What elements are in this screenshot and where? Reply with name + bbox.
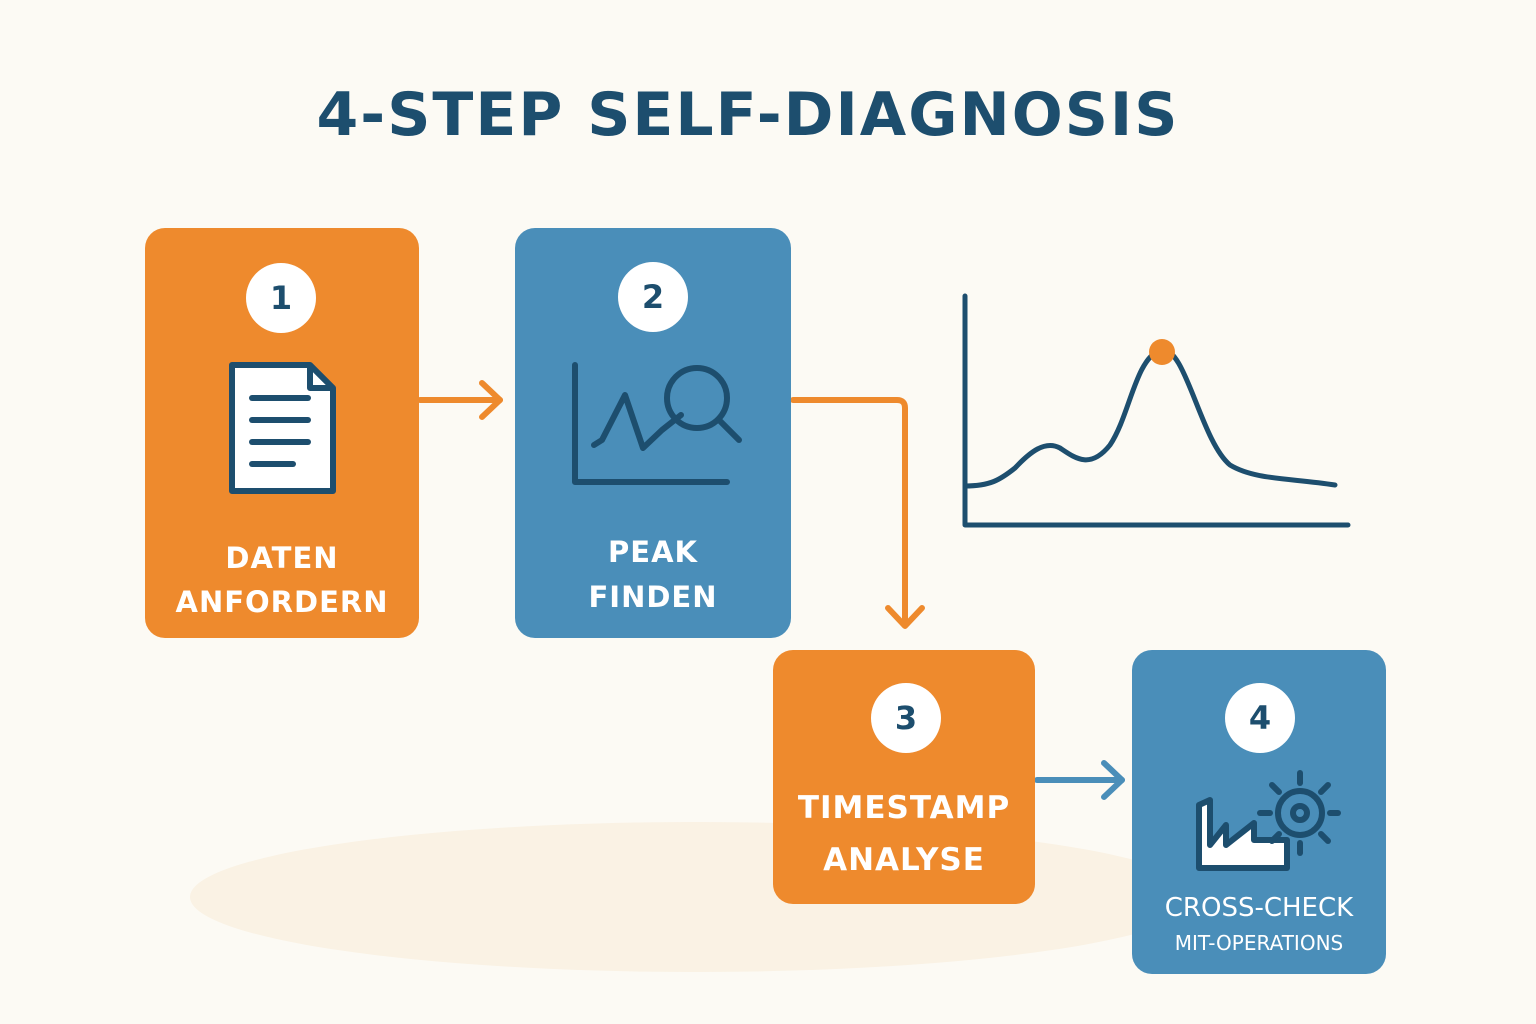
factory-gear-icon	[1196, 770, 1341, 871]
page-title: 4-STEP SELF-DIAGNOSIS	[316, 80, 1180, 150]
step-1-label-line-2: ANFORDERN	[175, 585, 389, 619]
step-3-label: TIMESTAMP ANALYSE	[773, 782, 1035, 886]
step-4-label: CROSS-CHECK MIT-OPERATIONS	[1132, 888, 1386, 958]
step-4-badge: 4	[1225, 683, 1295, 753]
connector-3-4	[1034, 760, 1125, 800]
connector-1-2	[417, 380, 503, 420]
step-2-label-line-1: PEAK	[608, 535, 698, 569]
peak-marker	[1149, 339, 1175, 365]
step-4-label-line-2: MIT-OPERATIONS	[1174, 931, 1344, 955]
step-2-card: 2 PEAK FINDEN	[515, 228, 791, 638]
step-4-card: 4 CROSS-CHECK MIT-OPERATIONS	[1132, 650, 1386, 974]
step-1-badge: 1	[246, 263, 316, 333]
step-3-label-line-2: ANALYSE	[823, 842, 985, 878]
step-3-card: 3 TIMESTAMP ANALYSE	[773, 650, 1035, 904]
step-2-badge: 2	[618, 262, 688, 332]
step-4-label-line-1: CROSS-CHECK	[1164, 893, 1354, 923]
step-1-card: 1 DATEN ANFORDERN	[145, 228, 419, 638]
step-2-label: PEAK FINDEN	[515, 530, 791, 620]
step-3-label-line-1: TIMESTAMP	[797, 790, 1011, 826]
connector-2-3	[790, 397, 925, 629]
chart-magnifier-icon	[572, 362, 742, 485]
chart-axes	[962, 293, 1351, 528]
gear-icon	[1257, 770, 1341, 856]
document-icon	[229, 362, 336, 494]
peak-line-chart	[962, 293, 1351, 528]
step-1-label-line-1: DATEN	[225, 541, 339, 575]
step-2-label-line-2: FINDEN	[588, 580, 718, 614]
step-3-badge: 3	[871, 683, 941, 753]
step-1-label: DATEN ANFORDERN	[145, 536, 419, 624]
chart-curve	[962, 347, 1338, 489]
